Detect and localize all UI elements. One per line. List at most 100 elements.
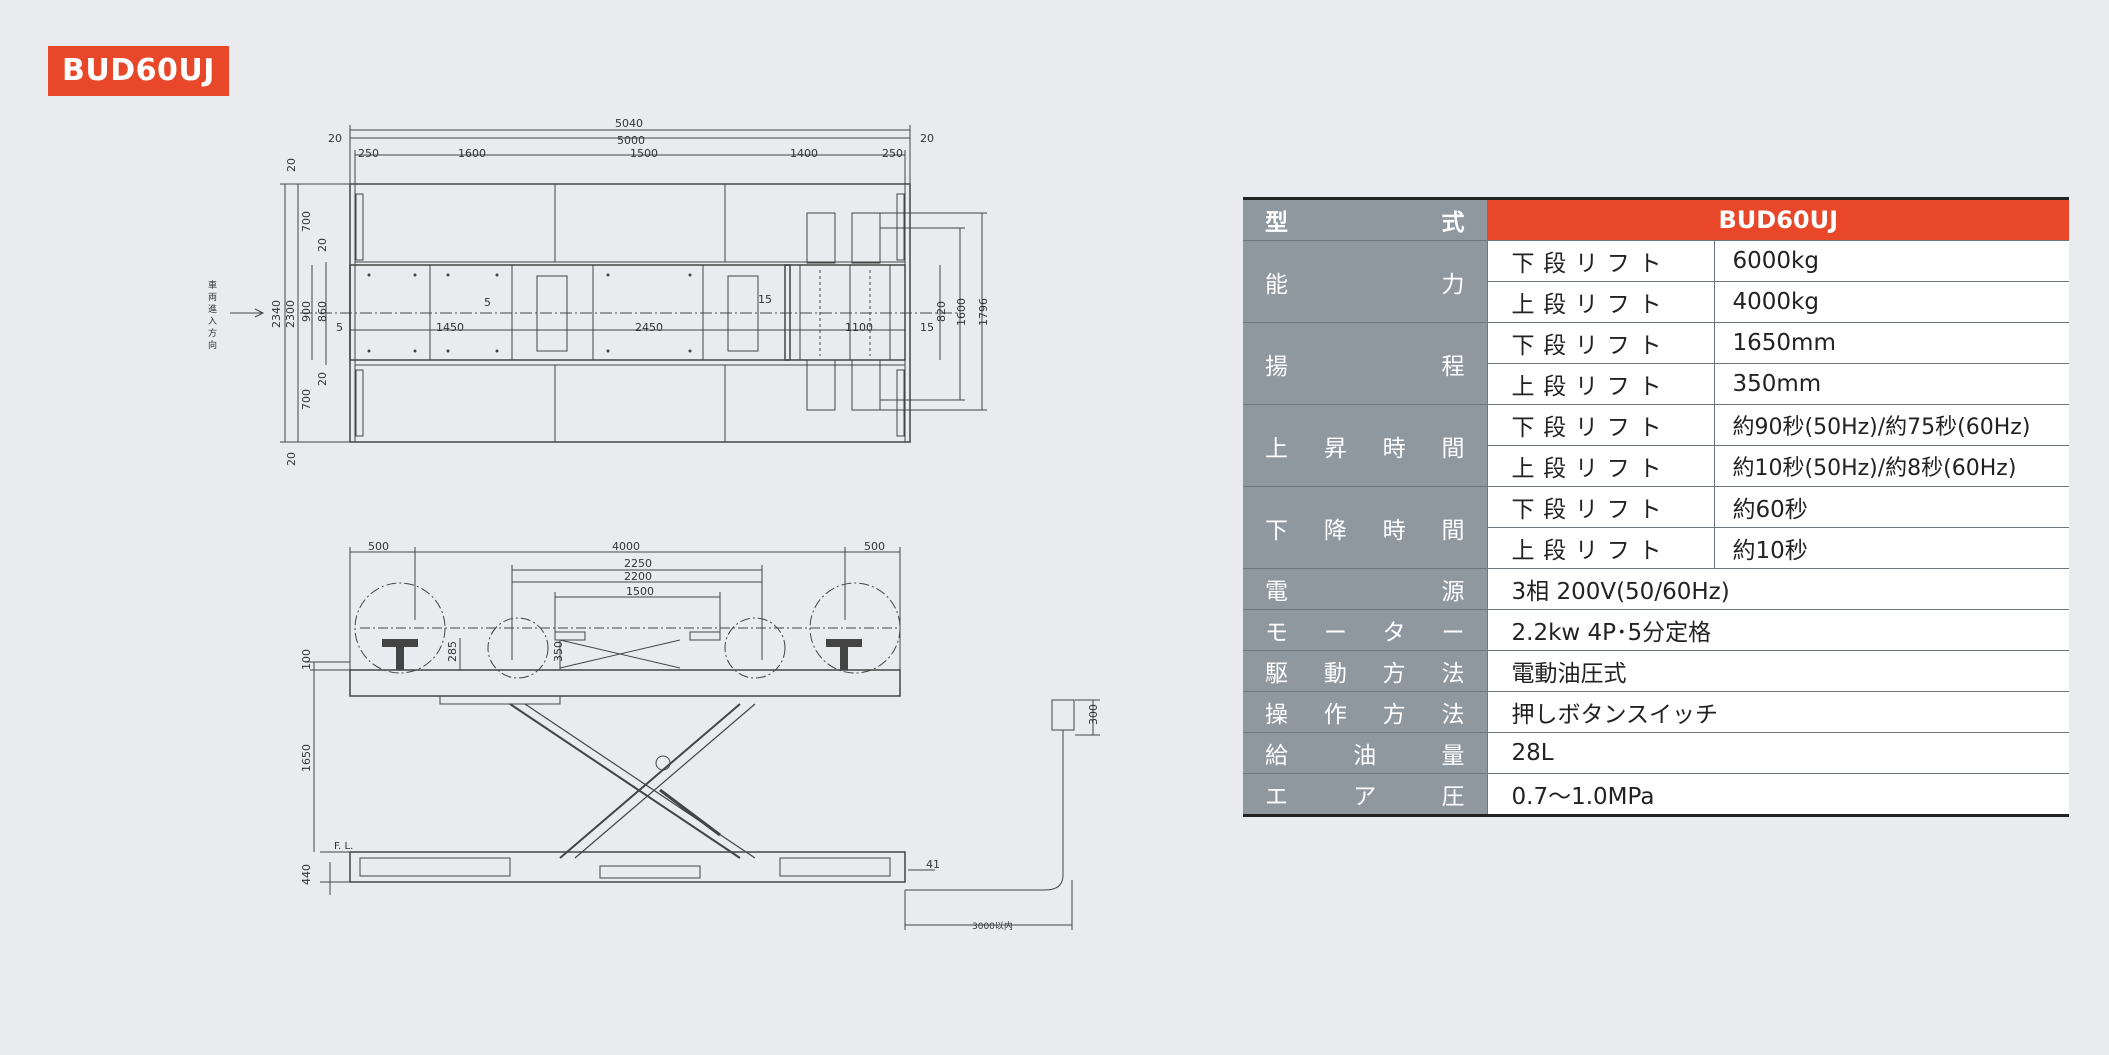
spec-sub-lower: 下段リフト	[1486, 240, 1714, 282]
spec-label-power: 電源	[1243, 568, 1487, 610]
spec-label-fall-time: 下降時間	[1243, 486, 1487, 569]
dim-15-a: 15	[758, 293, 772, 306]
entry-label-5: 方	[208, 327, 217, 339]
dim-20-c: 20	[285, 158, 298, 172]
spec-header-row: 型式 BUD60UJ	[1243, 198, 2069, 241]
dim-3000: 3000以内	[972, 920, 1013, 932]
spec-row: 上段リフト 350mm	[1243, 363, 2069, 405]
spec-row: 駆動方法 電動油圧式	[1243, 650, 2069, 692]
spec-sub-upper: 上段リフト	[1486, 281, 1714, 323]
spec-value: 1650mm	[1713, 322, 2069, 364]
dim-300: 300	[1087, 704, 1100, 725]
spec-row: 電源 3相 200V(50/60Hz)	[1243, 568, 2069, 610]
dim-700-b: 700	[300, 389, 313, 410]
spec-value: 3相 200V(50/60Hz)	[1486, 568, 2069, 610]
spec-value: 28L	[1486, 732, 2069, 774]
dim-1796: 1796	[977, 298, 990, 326]
spec-label-air: エア圧	[1243, 773, 1487, 816]
dim-1500: 1500	[630, 147, 658, 160]
spec-value: 2.2kw 4P･5分定格	[1486, 609, 2069, 651]
spec-label-drive: 駆動方法	[1243, 650, 1487, 692]
spec-value: 押しボタンスイッチ	[1486, 691, 2069, 733]
spec-label-oil: 給油量	[1243, 732, 1487, 774]
entry-label-6: 向	[208, 339, 217, 351]
spec-row: 上昇時間 下段リフト 約90秒(50Hz)/約75秒(60Hz)	[1243, 404, 2069, 487]
spec-row: 能力 下段リフト 6000kg	[1243, 240, 2069, 323]
dim-860: 860	[316, 301, 329, 322]
dim-2340: 2340	[270, 300, 283, 328]
dim-2250: 2250	[624, 557, 652, 570]
entry-label-2: 両	[208, 292, 217, 303]
spec-row: 操作方法 押しボタンスイッチ	[1243, 691, 2069, 733]
dim-500-a: 500	[368, 540, 389, 553]
spec-row: 揚程 下段リフト 1650mm	[1243, 322, 2069, 405]
dim-285: 285	[446, 641, 459, 662]
spec-label-rise-time: 上昇時間	[1243, 404, 1487, 487]
spec-value: 約60秒	[1713, 486, 2069, 528]
spec-value: 電動油圧式	[1486, 650, 2069, 692]
spec-label-stroke: 揚程	[1243, 322, 1487, 405]
floor-level-label: F. L.	[334, 841, 353, 852]
spec-sub-upper: 上段リフト	[1486, 363, 1714, 405]
spec-row: 上段リフト 4000kg	[1243, 281, 2069, 323]
dim-1600-v: 1600	[955, 298, 968, 326]
spec-value: 約90秒(50Hz)/約75秒(60Hz)	[1713, 404, 2069, 446]
spec-row: 上段リフト 約10秒	[1243, 527, 2069, 569]
spec-sub-upper: 上段リフト	[1486, 445, 1714, 487]
entry-label-1: 車	[208, 279, 217, 291]
spec-row: 上段リフト 約10秒(50Hz)/約8秒(60Hz)	[1243, 445, 2069, 487]
dim-700-a: 700	[300, 211, 313, 232]
technical-drawing: 5040 20 5000 20 250 1600 1500 1400 250 5…	[208, 117, 1100, 932]
spec-row: エア圧 0.7〜1.0MPa	[1243, 773, 2069, 816]
spec-value: 4000kg	[1713, 281, 2069, 323]
spec-label-motor: モーター	[1243, 609, 1487, 651]
dim-2300: 2300	[284, 300, 297, 328]
dim-250-b: 250	[882, 147, 903, 160]
spec-model-value: BUD60UJ	[1486, 198, 2069, 241]
dim-41: 41	[926, 858, 940, 871]
dim-900: 900	[300, 301, 313, 322]
dim-20-f: 20	[285, 452, 298, 466]
dim-350: 350	[552, 641, 565, 662]
spec-value: 6000kg	[1713, 240, 2069, 282]
dim-2450: 2450	[635, 321, 663, 334]
entry-label-3: 進	[208, 303, 217, 315]
dim-5040: 5040	[615, 117, 643, 130]
spec-label-model: 型式	[1243, 198, 1487, 241]
spec-row: 下降時間 下段リフト 約60秒	[1243, 486, 2069, 569]
dim-100: 100	[300, 649, 313, 670]
dim-15-b: 15	[920, 321, 934, 334]
dim-20-a: 20	[328, 132, 342, 145]
dim-500-b: 500	[864, 540, 885, 553]
dim-5-a: 5	[336, 321, 343, 334]
spec-sub-lower: 下段リフト	[1486, 322, 1714, 364]
spec-table: 型式 BUD60UJ 能力 下段リフト 6000kg 上段リフト 4000kg …	[1243, 197, 2069, 817]
dim-250-a: 250	[358, 147, 379, 160]
dim-1450: 1450	[436, 321, 464, 334]
dim-5000: 5000	[617, 134, 645, 147]
spec-row: モーター 2.2kw 4P･5分定格	[1243, 609, 2069, 651]
spec-sub-lower: 下段リフト	[1486, 404, 1714, 446]
dim-820: 820	[935, 301, 948, 322]
dim-1650: 1650	[300, 744, 313, 772]
dim-20-e: 20	[316, 372, 329, 386]
dim-4000: 4000	[612, 540, 640, 553]
spec-sub-upper: 上段リフト	[1486, 527, 1714, 569]
dim-1400: 1400	[790, 147, 818, 160]
spec-sub-lower: 下段リフト	[1486, 486, 1714, 528]
spec-label-operation: 操作方法	[1243, 691, 1487, 733]
entry-label-4: 入	[208, 316, 217, 327]
dim-2200: 2200	[624, 570, 652, 583]
dim-20-d: 20	[316, 238, 329, 252]
model-badge: BUD60UJ	[48, 46, 229, 96]
dim-5-b: 5	[484, 296, 491, 309]
spec-row: 給油量 28L	[1243, 732, 2069, 774]
spec-label-capacity: 能力	[1243, 240, 1487, 323]
dim-440: 440	[300, 864, 313, 885]
spec-value: 0.7〜1.0MPa	[1486, 773, 2069, 816]
spec-value: 350mm	[1713, 363, 2069, 405]
dim-20-b: 20	[920, 132, 934, 145]
dim-1600: 1600	[458, 147, 486, 160]
spec-value: 約10秒	[1713, 527, 2069, 569]
dim-1500-s: 1500	[626, 585, 654, 598]
